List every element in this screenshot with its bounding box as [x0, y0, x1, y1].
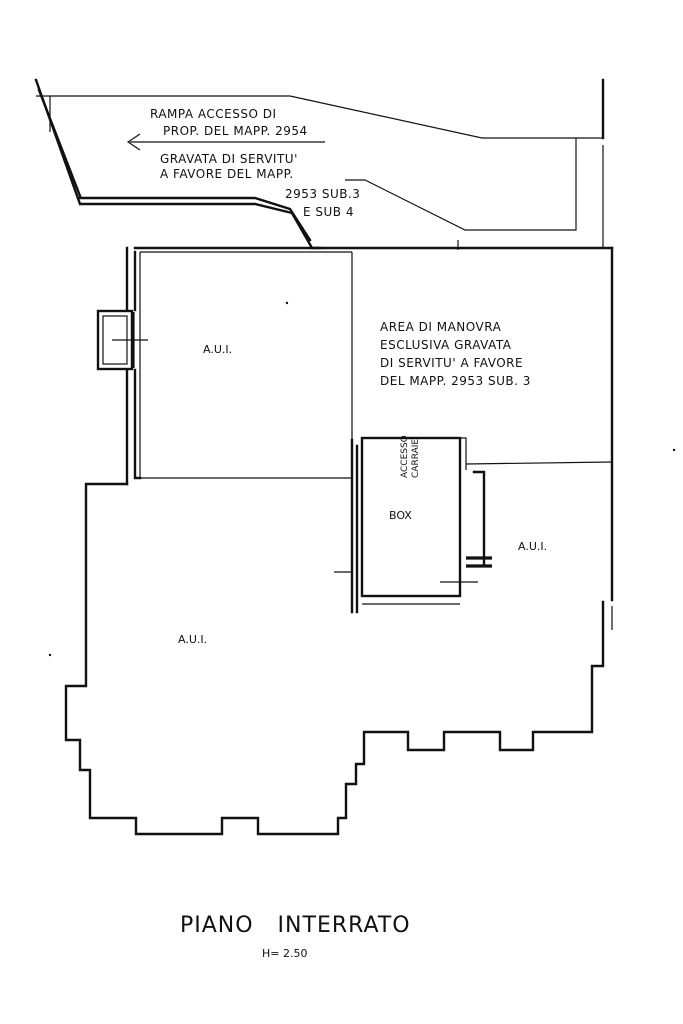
dot-mark — [48, 653, 52, 657]
ramp-arrow — [126, 133, 325, 151]
access-note: ACCESSO CARRAIE — [400, 435, 421, 478]
right-room-walls — [465, 461, 613, 568]
ramp-outline — [34, 78, 605, 250]
servitude-note-line-3: 2953 SUB.3 — [285, 187, 360, 201]
ramp-note-line-1: RAMPA ACCESSO DI — [150, 107, 277, 121]
servitude-note-line-1: GRAVATA DI SERVITU' — [160, 152, 298, 166]
plan-title: PIANO INTERRATO — [180, 913, 411, 938]
room-label-aui-right: A.U.I. — [518, 540, 547, 553]
access-note-line-1: ACCESSO — [400, 435, 410, 478]
access-note-line-2: CARRAIE — [411, 439, 421, 478]
box-outline — [334, 436, 478, 614]
servitude-note-line-4: E SUB 4 — [303, 205, 354, 219]
room-label-aui-upper-left: A.U.I. — [203, 343, 232, 356]
ramp-note-line-2: PROP. DEL MAPP. 2954 — [163, 124, 308, 138]
maneuver-note-line-4: DEL MAPP. 2953 SUB. 3 — [380, 374, 531, 388]
dot-mark — [285, 301, 289, 305]
height-note: H= 2.50 — [262, 947, 307, 960]
left-niche — [96, 309, 148, 371]
maneuver-note-line-2: ESCLUSIVA GRAVATA — [380, 338, 512, 352]
dot-mark — [672, 448, 676, 452]
maneuver-note-line-1: AREA DI MANOVRA — [380, 320, 502, 334]
lower-outline — [64, 246, 614, 836]
maneuver-note-line-3: DI SERVITU' A FAVORE — [380, 356, 523, 370]
main-walls — [125, 240, 614, 486]
room-label-aui-lower: A.U.I. — [178, 633, 207, 646]
room-label-box: BOX — [389, 509, 412, 522]
servitude-note-line-2: A FAVORE DEL MAPP. — [160, 167, 294, 181]
